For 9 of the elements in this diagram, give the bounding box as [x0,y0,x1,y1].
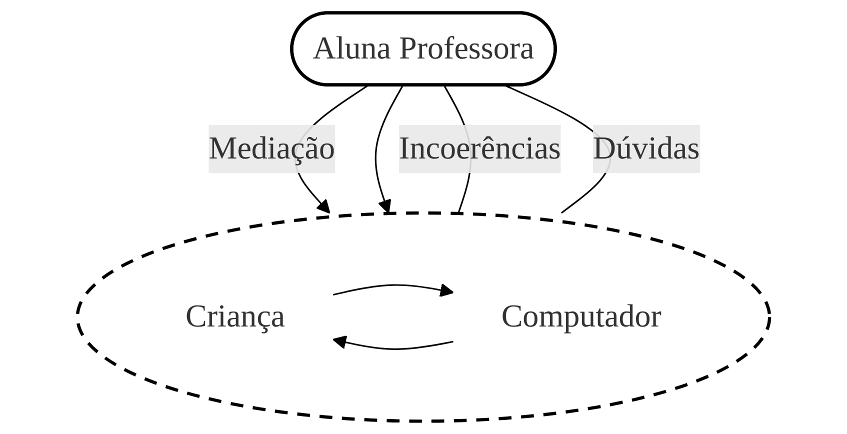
cluster [76,211,772,423]
arrow [374,84,404,214]
node-text: Computador [501,299,662,335]
arrow [333,283,454,298]
edge-label: Dúvidas [592,131,700,167]
edge-label: Incoerências [399,131,561,167]
node-text: Criança [186,299,286,335]
arrow [332,335,454,350]
edge-label: Mediação [208,131,335,167]
